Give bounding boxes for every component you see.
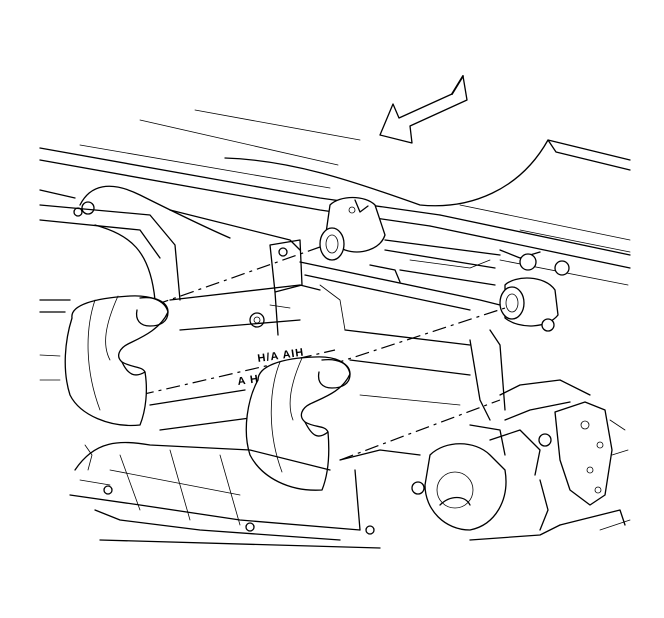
- left-duct: [64, 295, 169, 427]
- air-distribution-plenum: [39, 239, 506, 431]
- duct-port-lower: [499, 249, 570, 332]
- duct-port-upper: [319, 196, 386, 261]
- right-duct: [245, 356, 351, 491]
- blower-actuator-assembly: [411, 379, 631, 541]
- wiring-harness: [39, 185, 301, 301]
- direction-arrow: [379, 75, 468, 144]
- hvac-housing: [69, 441, 421, 549]
